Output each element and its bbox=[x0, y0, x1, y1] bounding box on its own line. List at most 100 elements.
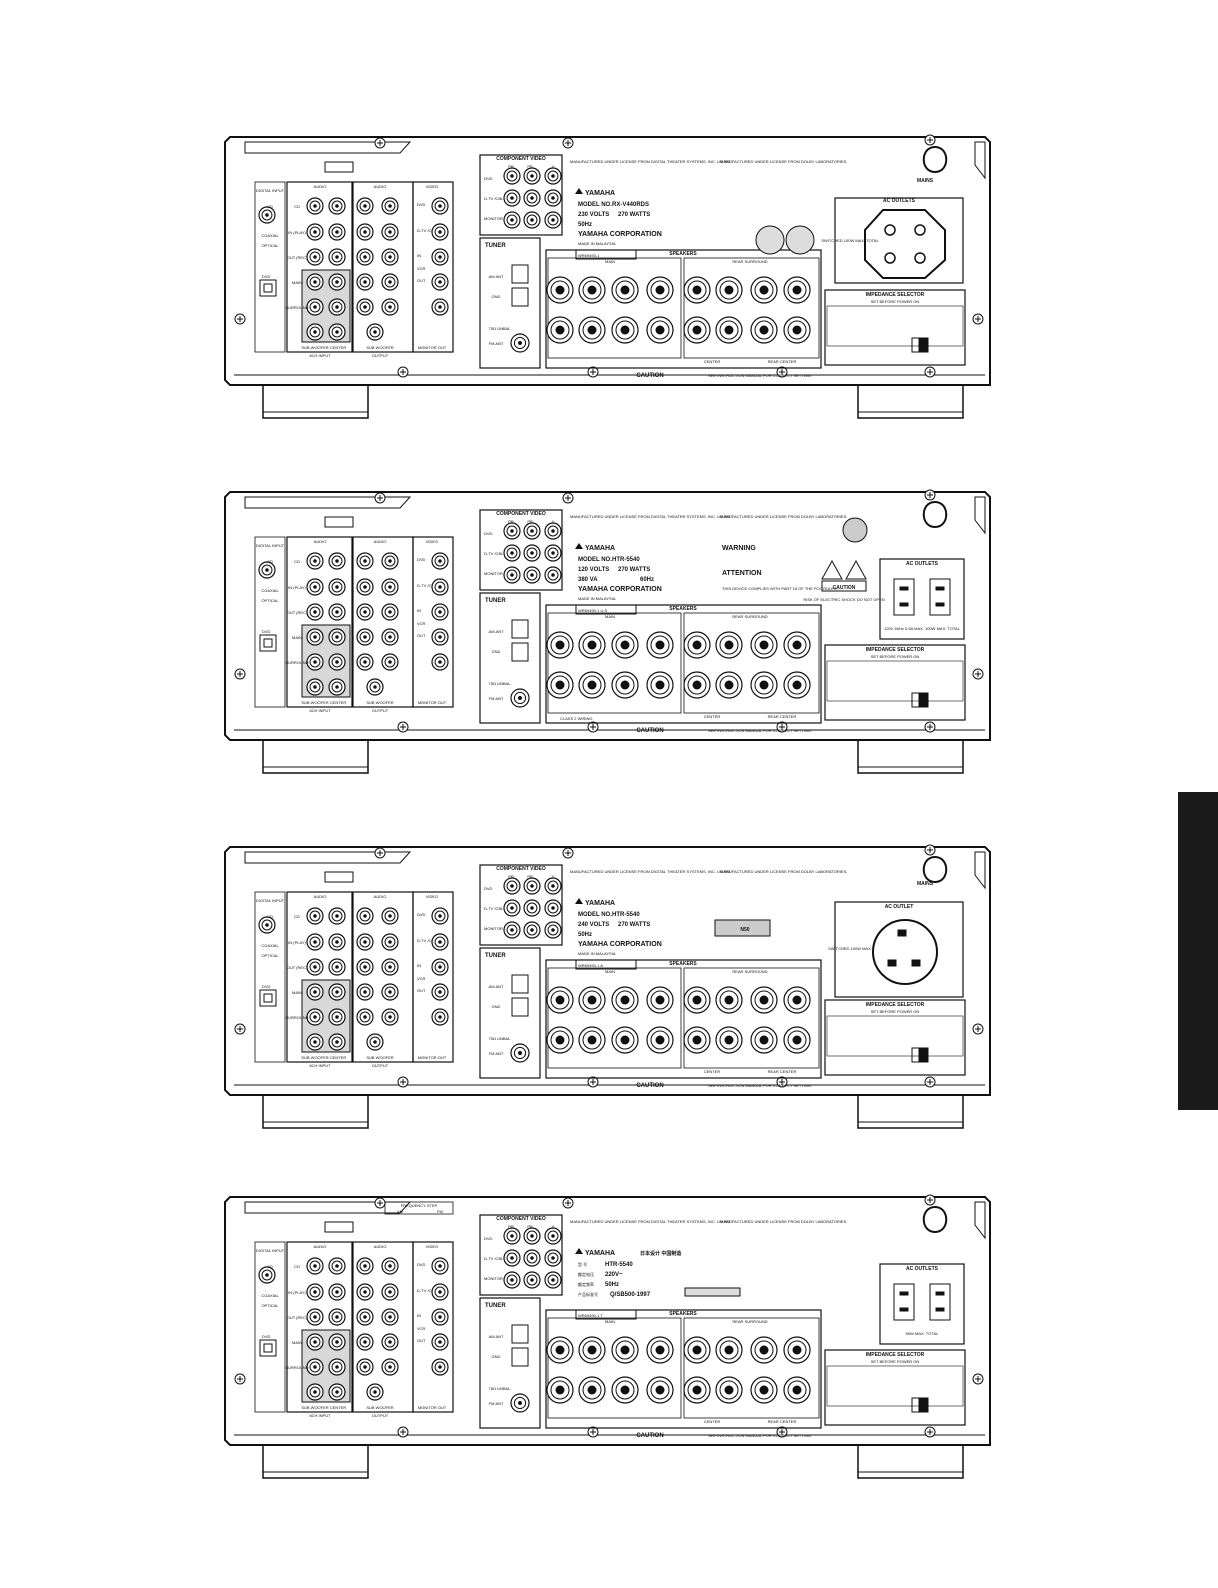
video-row-label: D-TV /CBL bbox=[417, 583, 437, 588]
speaker-terminal-core bbox=[692, 325, 702, 335]
dolby-license-text: MANUFACTURED UNDER LICENSE FROM DOLBY LA… bbox=[720, 1219, 847, 1224]
component-jack-pin bbox=[551, 1234, 555, 1238]
component-jack-pin bbox=[530, 573, 534, 577]
center-label: CENTER bbox=[330, 345, 347, 350]
av-audio-jack-pin bbox=[363, 940, 367, 944]
component-jack-pin bbox=[530, 1234, 534, 1238]
screw-slot bbox=[779, 369, 785, 375]
n50-label: N50 bbox=[740, 927, 749, 933]
audio-row-label: IN (PLAY) bbox=[288, 940, 306, 945]
rear-center-label: REAR CENTER bbox=[768, 1069, 797, 1074]
audio-jack-l-pin bbox=[313, 559, 317, 563]
speaker-terminal-core bbox=[620, 1385, 630, 1395]
optical-label: OPTICAL bbox=[261, 598, 279, 603]
fm-ant-label: FM ANT bbox=[489, 1401, 504, 1406]
attention-label: ATTENTION bbox=[722, 570, 762, 577]
am-ant-label: AM ANT bbox=[489, 1334, 504, 1339]
dts-license-text: MANUFACTURED UNDER LICENSE FROM DIGITAL … bbox=[570, 159, 732, 164]
audio-jack-l-pin bbox=[313, 204, 317, 208]
av-audio-jack-pin bbox=[388, 965, 392, 969]
impedance-switch-knob bbox=[918, 692, 929, 708]
video-row-label: D-TV /CBL bbox=[417, 938, 437, 943]
cn-outlet bbox=[929, 1283, 951, 1321]
speaker-terminal-core bbox=[759, 1345, 769, 1355]
video-header: VIDEO bbox=[426, 1244, 438, 1249]
pb-label: PB bbox=[527, 874, 533, 879]
sub-woofer-out-label: SUB WOOFER bbox=[366, 1405, 393, 1410]
component-video-label: COMPONENT VIDEO bbox=[496, 1216, 546, 1222]
screw-slot bbox=[927, 724, 933, 730]
av-audio-jack-pin bbox=[363, 1015, 367, 1019]
optical-port bbox=[259, 989, 277, 1007]
fm-antenna-jack-pin bbox=[518, 696, 522, 700]
cooling-vent bbox=[842, 517, 868, 543]
rear-surround-label: REAR SURROUND bbox=[732, 1319, 767, 1324]
component-jack-pin bbox=[510, 196, 514, 200]
audio-jack-l-pin bbox=[313, 1264, 317, 1268]
speaker-terminal-core bbox=[587, 1345, 597, 1355]
speaker-terminal-core bbox=[724, 680, 734, 690]
audio-row-label: IN (PLAY) bbox=[288, 585, 306, 590]
speaker-terminal-core bbox=[792, 325, 802, 335]
main-speakers-label: MAIN bbox=[605, 1319, 615, 1324]
speaker-terminal-core bbox=[759, 1385, 769, 1395]
left-foot bbox=[262, 739, 369, 774]
6ch-jack-pin bbox=[335, 685, 339, 689]
monitor-out-label: MONITOR OUT bbox=[418, 1055, 447, 1060]
av-audio-jack-pin bbox=[388, 280, 392, 284]
pb-label: PB bbox=[527, 1224, 533, 1229]
model-number: RX-V440RDS bbox=[612, 202, 649, 208]
cjk-volt-label: 额定电压 bbox=[578, 1271, 594, 1277]
component-jack-pin bbox=[551, 196, 555, 200]
audio-jack-r-pin bbox=[335, 610, 339, 614]
component-jack-pin bbox=[530, 884, 534, 888]
optical-port bbox=[259, 634, 277, 652]
right-foot bbox=[857, 384, 964, 419]
comp-monitor-label: MONITOR OUT bbox=[484, 1276, 513, 1281]
screw-slot bbox=[237, 671, 243, 677]
chassis-top-lip bbox=[244, 851, 412, 864]
screw-slot bbox=[927, 369, 933, 375]
caution-label: CAUTION bbox=[636, 1433, 663, 1439]
speakers-block bbox=[545, 249, 822, 369]
video-row-label: VCR bbox=[417, 976, 426, 981]
speaker-terminal-core bbox=[555, 325, 565, 335]
video-jack-pin bbox=[438, 1015, 442, 1019]
sub-woofer-out-label: SUB WOOFER bbox=[366, 345, 393, 350]
set-before-label: SET BEFORE POWER ON bbox=[871, 299, 920, 304]
audio-row-label: IN (PLAY) bbox=[288, 230, 306, 235]
component-video-block bbox=[479, 509, 563, 591]
audio-row-label: OUT (REC) bbox=[287, 1315, 308, 1320]
speaker-terminal-core bbox=[587, 325, 597, 335]
6ch-jack-pin bbox=[335, 660, 339, 664]
comp-dtv-label: D-TV /CBL bbox=[484, 1256, 504, 1261]
component-jack-pin bbox=[551, 1256, 555, 1260]
video-row-label: IN bbox=[417, 1313, 421, 1318]
impedance-selector-label: IMPEDANCE SELECTOR bbox=[866, 1002, 925, 1008]
coaxial-label: COAXIAL bbox=[261, 943, 279, 948]
audio-jack-r-pin bbox=[335, 1290, 339, 1294]
rear-center-label: REAR CENTER bbox=[768, 359, 797, 364]
comp-monitor-label: MONITOR OUT bbox=[484, 926, 513, 931]
main-speakers bbox=[547, 612, 682, 714]
dvd-digital-label: DVD bbox=[262, 1334, 271, 1339]
warning-triangle bbox=[845, 559, 867, 580]
speaker-terminal-core bbox=[759, 285, 769, 295]
optical-port-inner bbox=[263, 283, 273, 293]
screw-slot bbox=[377, 1200, 383, 1206]
unbal-label: 75Ω UNBAL. bbox=[489, 1036, 512, 1041]
audio-jack-r-pin bbox=[335, 965, 339, 969]
top-plate bbox=[324, 161, 354, 173]
speaker-terminal-core bbox=[587, 1035, 597, 1045]
digital-input-label: DIGITAL INPUT bbox=[256, 1248, 285, 1253]
screw-slot bbox=[565, 1200, 571, 1206]
pr-label: PR bbox=[508, 874, 514, 879]
video-row-label: DVD bbox=[417, 912, 426, 917]
av-audio-jack-pin bbox=[363, 1315, 367, 1319]
video-block bbox=[412, 536, 454, 708]
au-outlet bbox=[872, 919, 938, 985]
am-terminal bbox=[511, 619, 529, 639]
6ch-jack-pin bbox=[313, 280, 317, 284]
chassis-top-lip bbox=[244, 141, 412, 154]
speakers-label: SPEAKERS bbox=[669, 961, 697, 967]
